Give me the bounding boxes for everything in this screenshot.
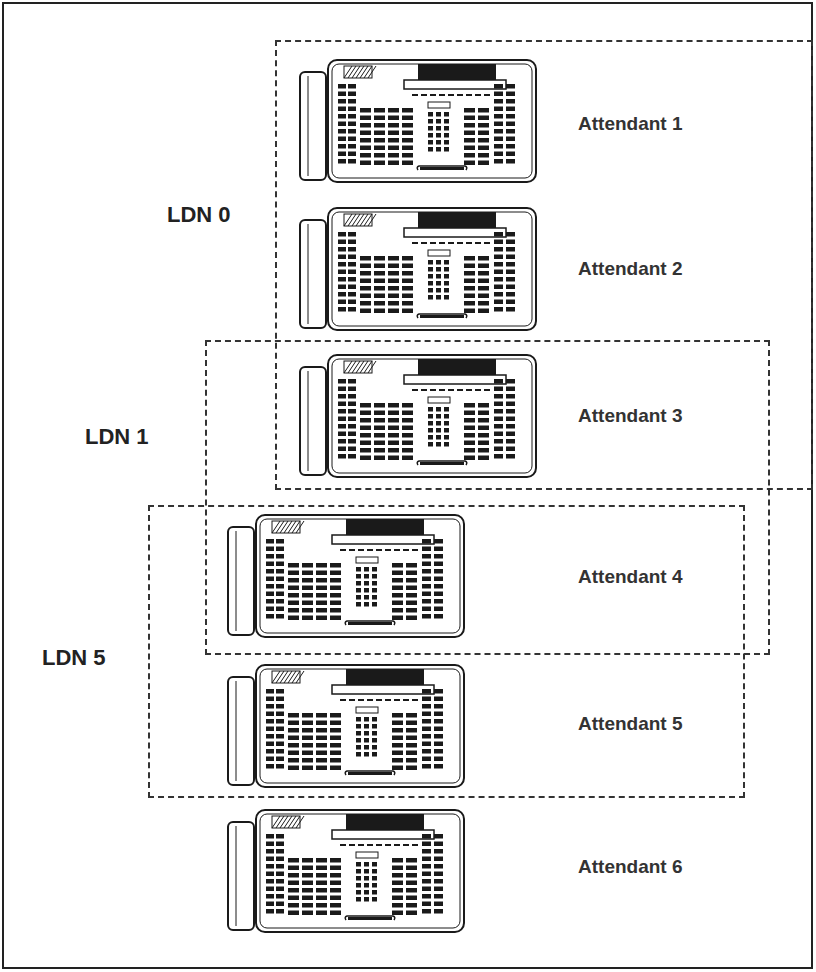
ldn-label: LDN 1: [85, 424, 149, 450]
ldn-group-region: LDN 1: [205, 340, 770, 655]
outer-frame: [3, 3, 812, 968]
attendant-console: [300, 208, 536, 330]
attendant-label: Attendant 4: [578, 566, 683, 588]
attendant-console: [228, 665, 464, 787]
ldn-group-region: LDN 0: [275, 40, 813, 490]
ldn-group-region: LDN 5: [148, 505, 745, 798]
attendant-label: Attendant 5: [578, 713, 683, 735]
attendant-console: [228, 810, 464, 932]
ldn-label: LDN 5: [42, 645, 106, 671]
attendant-label: Attendant 2: [578, 258, 683, 280]
attendant-console: [300, 60, 536, 182]
attendant-console: [228, 515, 464, 637]
attendant-console: [300, 355, 536, 477]
attendant-label: Attendant 6: [578, 856, 683, 878]
ldn-label: LDN 0: [167, 202, 231, 228]
attendant-label: Attendant 1: [578, 113, 683, 135]
attendant-label: Attendant 3: [578, 405, 683, 427]
